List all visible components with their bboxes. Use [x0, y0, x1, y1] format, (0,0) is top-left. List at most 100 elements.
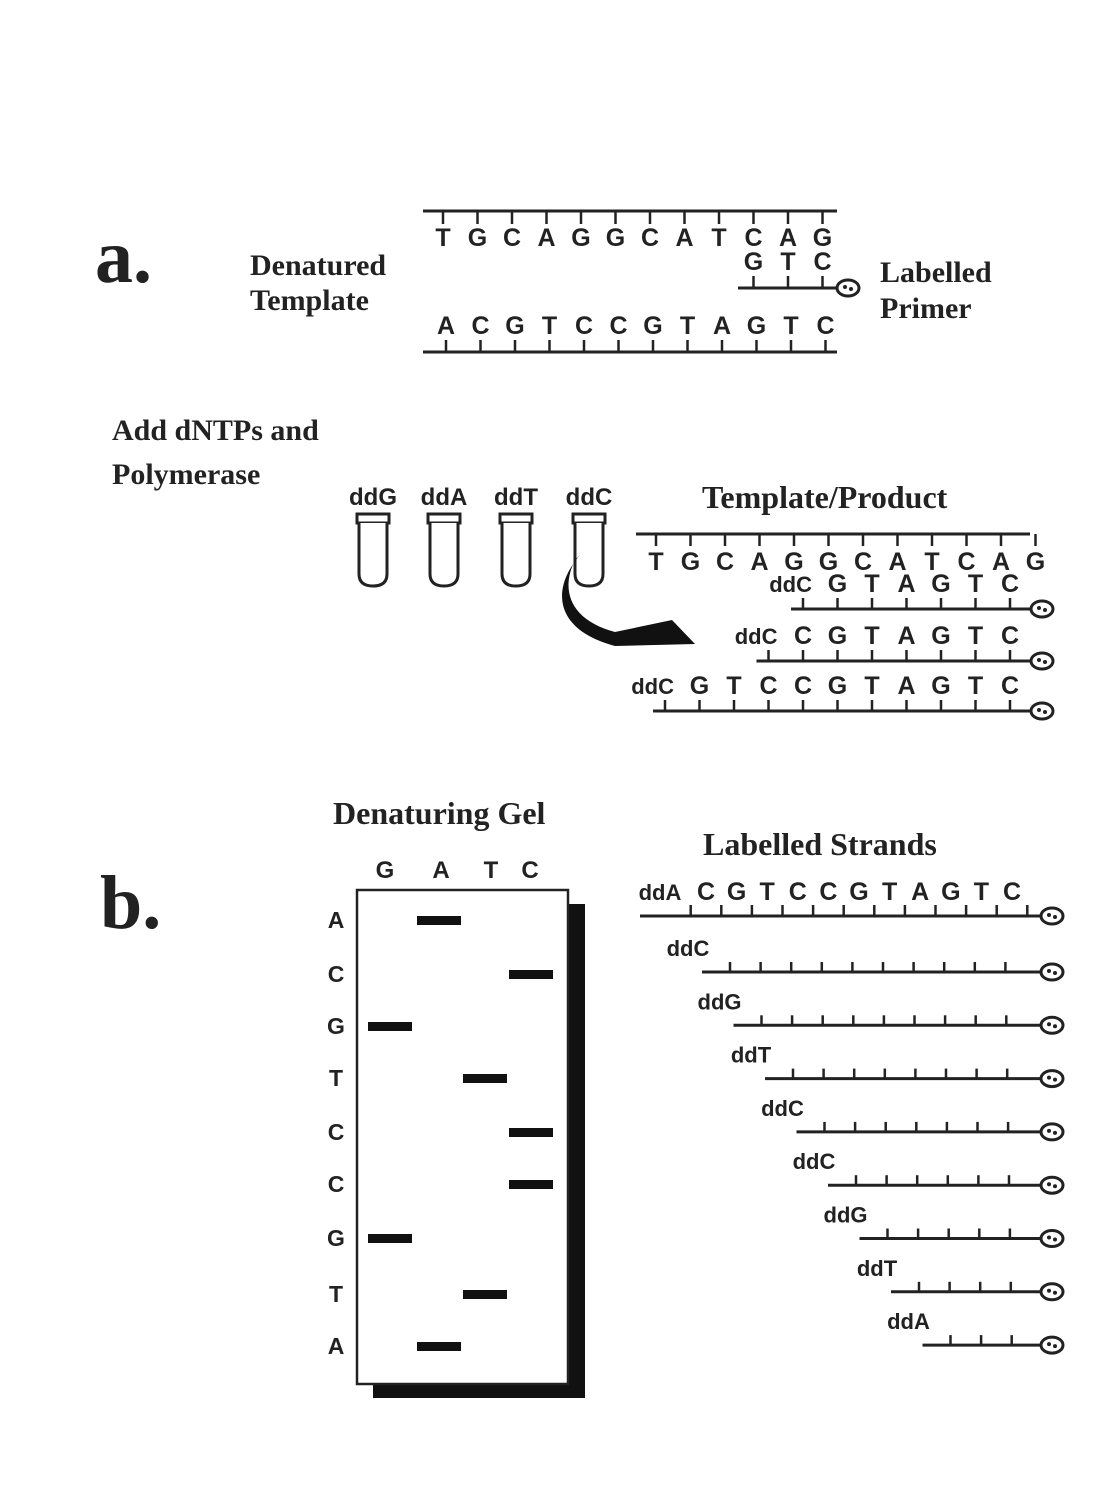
tube-body	[357, 523, 389, 588]
labelled-strands-title: Labelled Strands	[703, 826, 937, 862]
product-base: G	[828, 622, 847, 650]
gel-lane-label: C	[521, 857, 538, 884]
product-base: A	[897, 672, 915, 700]
labelled-strand: ddT	[731, 1043, 1065, 1089]
strand-label-tag-icon	[1039, 1122, 1065, 1142]
product-base: G	[931, 672, 950, 700]
template-product-base: A	[992, 548, 1010, 576]
strand-terminator: ddT	[731, 1043, 772, 1068]
tube-body	[428, 523, 460, 588]
gel-band	[368, 1234, 412, 1243]
denatured-template-label-line1: Denatured	[250, 249, 386, 282]
product-base: T	[726, 672, 741, 700]
strand-base: G	[727, 878, 746, 906]
strand-base: C	[789, 878, 807, 906]
strand-terminator: ddC	[667, 936, 710, 961]
template-product-title: Template/Product	[702, 479, 948, 515]
labelled-primer-label-line2: Primer	[880, 292, 972, 325]
labelled-strand: ddC	[761, 1096, 1065, 1142]
bottom-strand-base: A	[437, 312, 455, 340]
gel-row-label: T	[329, 1065, 343, 1091]
bottom-strand-base: C	[471, 312, 489, 340]
curved-arrow-icon	[562, 555, 695, 646]
strand-label-tag-icon	[1039, 1069, 1065, 1089]
reaction-tube-ddg: ddG	[349, 484, 397, 588]
top-strand-base: A	[779, 224, 797, 252]
product-base: T	[968, 570, 983, 598]
primer-base: G	[744, 248, 763, 276]
product-base: C	[794, 622, 812, 650]
strand-base: T	[760, 878, 775, 906]
top-strand-base: A	[537, 224, 555, 252]
product-base: T	[864, 570, 879, 598]
product-base: A	[897, 570, 915, 598]
product-base: T	[968, 672, 983, 700]
gel-band	[509, 1180, 553, 1189]
bottom-strand-base: G	[505, 312, 524, 340]
product-base: T	[968, 622, 983, 650]
top-strand-base: T	[435, 224, 450, 252]
strand-terminator: ddG	[824, 1203, 868, 1228]
strand-terminator: ddA	[887, 1309, 930, 1334]
product-base: T	[864, 622, 879, 650]
gel-row-label: T	[329, 1281, 343, 1307]
bottom-strand-base: T	[783, 312, 798, 340]
bottom-strand-base: C	[609, 312, 627, 340]
labelled-strand: ddC	[793, 1149, 1065, 1195]
strand-terminator: ddC	[761, 1096, 804, 1121]
product-base: C	[1001, 622, 1019, 650]
panel-a-label: a.	[95, 215, 152, 299]
tube-label: ddT	[494, 484, 538, 511]
top-strand-base: C	[641, 224, 659, 252]
product-terminator: ddC	[631, 674, 674, 699]
top-strand-base: A	[675, 224, 693, 252]
gel-row-label: A	[328, 907, 345, 933]
top-strand-base: C	[503, 224, 521, 252]
strand-base: A	[911, 878, 929, 906]
labelled-strand: ddG	[824, 1203, 1065, 1248]
labelled-primer-label-line1: Labelled	[880, 256, 992, 289]
tube-cap	[426, 512, 462, 525]
template-product-base: C	[957, 548, 975, 576]
strand-base: T	[974, 878, 989, 906]
bottom-strand-base: T	[542, 312, 557, 340]
panel-b-label: b.	[100, 861, 161, 945]
product-base: C	[759, 672, 777, 700]
product-label-tag-icon	[1029, 701, 1055, 721]
strand-label-tag-icon	[1039, 906, 1065, 926]
bottom-strand-base: T	[680, 312, 695, 340]
gel-row-label: C	[328, 961, 345, 987]
product-base: A	[897, 622, 915, 650]
gel-lane-label: G	[376, 857, 395, 884]
strand-terminator: ddT	[857, 1256, 898, 1281]
reaction-tube-dda: ddA	[421, 484, 467, 588]
gel-band	[509, 1128, 553, 1137]
strand-terminator: ddG	[698, 989, 742, 1014]
denaturing-gel-title: Denaturing Gel	[333, 795, 546, 831]
reaction-tube-ddt: ddT	[494, 484, 538, 588]
tube-cap	[571, 512, 607, 525]
add-dntps-label-line1: Add dNTPs and	[112, 414, 319, 447]
product-label-tag-icon	[1029, 599, 1055, 619]
template-product-base: A	[750, 548, 768, 576]
gel-row-label: A	[328, 1333, 345, 1359]
product-terminator: ddC	[769, 572, 812, 597]
gel-band	[463, 1290, 507, 1299]
labelled-strand: ddG	[698, 989, 1065, 1035]
product-base: T	[864, 672, 879, 700]
product-base: C	[794, 672, 812, 700]
top-strand-base: G	[813, 224, 832, 252]
top-strand-base: T	[711, 224, 726, 252]
strand-base: C	[819, 878, 837, 906]
template-product-base: G	[784, 548, 803, 576]
tube-body	[573, 523, 605, 588]
template-product-base: G	[1026, 548, 1045, 576]
